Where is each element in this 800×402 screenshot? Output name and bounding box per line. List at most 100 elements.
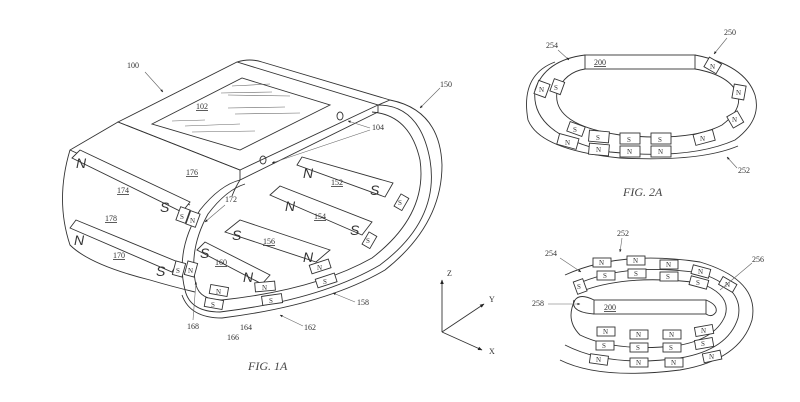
- pole-label-n: N: [303, 165, 314, 181]
- pole-label-s: S: [696, 279, 700, 287]
- pole-label-n: N: [188, 267, 193, 275]
- magnet-small: [171, 260, 187, 278]
- pole-label-n: N: [565, 139, 570, 147]
- pole-label-n: N: [216, 288, 221, 296]
- pole-label-n: N: [710, 63, 715, 71]
- pole-label-s: S: [701, 340, 705, 348]
- fig2b-magnets: N N N N N S S S S S N N N N: [572, 255, 738, 368]
- ref-104: 104: [372, 123, 384, 132]
- pole-label-s: S: [160, 199, 170, 215]
- pole-label-s: S: [269, 297, 273, 305]
- pole-label-s: S: [603, 272, 607, 280]
- x-axis: [441, 331, 483, 351]
- pole-label-s: S: [350, 222, 360, 238]
- pole-label-s: S: [577, 283, 581, 291]
- fig2a-magnets: N N N N N N N N N S S S S S: [533, 56, 747, 158]
- pole-label-n: N: [190, 217, 195, 225]
- pole-label-n: N: [539, 86, 544, 94]
- coordinate-axes: Z Y X: [440, 269, 495, 356]
- magnet-small: [183, 260, 199, 278]
- display-glare-lines: [171, 83, 301, 133]
- pole-label-s: S: [596, 134, 600, 142]
- magnet-160: [196, 241, 271, 285]
- magnet-154: [269, 185, 373, 236]
- ref-200: 200: [594, 58, 606, 67]
- pole-label-s: S: [634, 270, 638, 278]
- ref-102: 102: [196, 102, 208, 111]
- figure-caption-2a: FIG. 2A: [622, 185, 663, 199]
- device-200-b: [593, 299, 707, 315]
- pole-label-s: S: [398, 199, 402, 207]
- figure-2a: 200 N N N N N N N N N S S: [526, 28, 757, 199]
- ref-156: 156: [263, 237, 275, 246]
- pole-label-s: S: [573, 126, 577, 134]
- ref-250: 250: [724, 28, 736, 37]
- pole-label-s: S: [211, 301, 215, 309]
- pole-label-n: N: [599, 259, 604, 267]
- ref-164: 164: [240, 323, 252, 332]
- ref-150: 150: [440, 80, 452, 89]
- pole-label-n: N: [317, 264, 322, 272]
- pole-label-n: N: [627, 148, 632, 156]
- pole-label-s: S: [666, 273, 670, 281]
- axis-label-x: X: [489, 347, 495, 356]
- ref-254-b: 254: [545, 249, 557, 258]
- ref-158: 158: [357, 298, 369, 307]
- pole-label-n: N: [701, 327, 706, 335]
- band-edge-magnets: N S N S N S S S: [203, 193, 410, 311]
- pole-label-n: N: [74, 232, 85, 248]
- pole-label-n: N: [636, 359, 641, 367]
- ref-152: 152: [331, 178, 343, 187]
- pole-label-n: N: [666, 261, 671, 269]
- pole-label-n: N: [732, 116, 737, 124]
- pole-label-s: S: [200, 245, 210, 261]
- pole-label-n: N: [736, 89, 741, 97]
- pole-label-s: S: [156, 263, 166, 279]
- magnet-small: [175, 206, 191, 224]
- pole-label-n: N: [658, 148, 663, 156]
- pole-label-n: N: [698, 268, 703, 276]
- ref-178: 178: [105, 214, 117, 223]
- pole-label-s: S: [554, 84, 558, 92]
- pole-label-n: N: [709, 353, 714, 361]
- ref-100: 100: [127, 61, 139, 70]
- pole-label-s: S: [669, 344, 673, 352]
- watch-top-face: [116, 61, 380, 171]
- ref-258: 258: [532, 299, 544, 308]
- pole-label-n: N: [725, 281, 730, 289]
- pole-label-s: S: [232, 227, 242, 243]
- pole-label-s: S: [180, 213, 184, 221]
- pole-label-n: N: [596, 356, 601, 364]
- button-icon: [336, 111, 344, 121]
- pole-label-s: S: [602, 342, 606, 350]
- figure-2b: 200 N N N N N S S S S S N: [532, 229, 764, 374]
- pole-label-n: N: [669, 331, 674, 339]
- pole-label-n: N: [636, 331, 641, 339]
- pole-label-s: S: [627, 136, 631, 144]
- ref-154: 154: [314, 212, 326, 221]
- device-200: [584, 54, 696, 70]
- pole-label-s: S: [176, 267, 180, 275]
- magnet-152: [296, 156, 394, 198]
- y-axis: [441, 303, 485, 333]
- ref-252-b: 252: [617, 229, 629, 238]
- magnet-156: [224, 219, 331, 263]
- ref-162: 162: [304, 323, 316, 332]
- pole-label-n: N: [671, 359, 676, 367]
- ref-174: 174: [117, 186, 129, 195]
- pole-label-n: N: [633, 257, 638, 265]
- figure-caption-1a: FIG. 1A: [247, 359, 288, 373]
- magnet-174: [71, 149, 191, 213]
- ref-176: 176: [186, 168, 198, 177]
- pole-label-s: S: [636, 344, 640, 352]
- figure-1a: N S N S S N S N N S N S S N S N N S: [62, 59, 452, 373]
- band-loop-outer-2b: [559, 257, 754, 374]
- pole-label-n: N: [262, 284, 267, 292]
- ref-254: 254: [546, 41, 558, 50]
- ref-252: 252: [738, 166, 750, 175]
- pole-label-s: S: [658, 136, 662, 144]
- ref-170: 170: [113, 251, 125, 260]
- pole-label-n: N: [243, 269, 254, 285]
- pole-label-s: S: [323, 278, 327, 286]
- ref-172: 172: [225, 195, 237, 204]
